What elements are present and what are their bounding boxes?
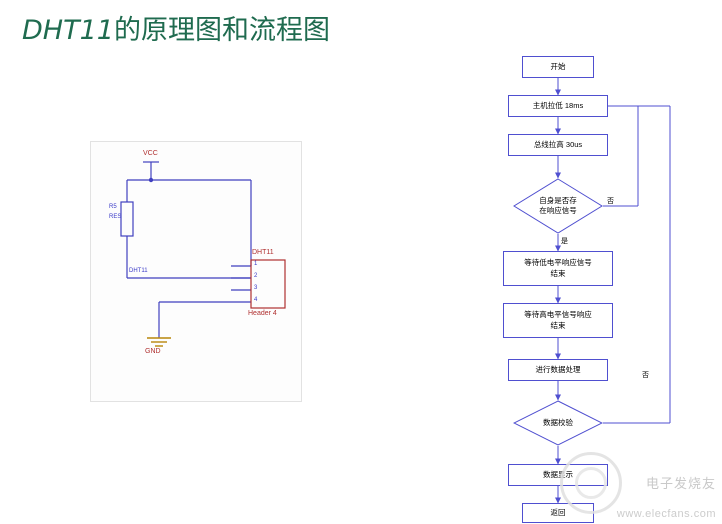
page-title-latin: DHT11 (22, 15, 114, 46)
schematic-label-gnd: GND (145, 348, 161, 355)
schematic-label-resistor-value: RES (109, 214, 122, 220)
schematic-label-vcc: VCC (143, 150, 158, 157)
flow-node-verify[interactable]: 数据校验 (513, 400, 603, 446)
flow-node-host-low[interactable]: 主机拉低 18ms (508, 95, 608, 117)
schematic-pin-1: 1 (254, 261, 258, 267)
flow-edge-label-yes-response: 是 (561, 238, 568, 245)
flow-node-wait-low[interactable]: 等待低电平响应信号 结束 (503, 251, 613, 286)
schematic-chip-footprint: Header 4 (248, 310, 277, 317)
watermark-badge: 电子发烧友 (645, 476, 716, 491)
schematic-pin-4: 4 (254, 297, 258, 303)
schematic-diagram: VCC GND R5 RES DHT11 DHT11 Header 4 1 2 … (90, 141, 302, 402)
schematic-wires (120, 161, 286, 347)
flow-node-start[interactable]: 开始 (522, 56, 594, 78)
flow-node-wait-high[interactable]: 等待高电平信号响应 结束 (503, 303, 613, 338)
flow-edge-label-no-verify: 否 (642, 372, 649, 379)
flow-node-process[interactable]: 进行数据处理 (508, 359, 608, 381)
flow-node-check-response[interactable]: 自身是否存 在响应信号 (513, 178, 603, 234)
schematic-pin-3: 3 (254, 285, 258, 291)
flow-node-bus-high[interactable]: 总线拉高 30us (508, 134, 608, 156)
page-title: DHT11的原理图和流程图 (22, 8, 330, 47)
flowchart: 开始 主机拉低 18ms 总线拉高 30us 自身是否存 在响应信号 等待低电平… (470, 48, 722, 523)
page-title-rest: 的原理图和流程图 (113, 15, 330, 45)
watermark-url: www.elecfans.com (616, 508, 716, 520)
flow-edge-label-no-response: 否 (607, 198, 614, 205)
flowchart-connectors (555, 78, 671, 504)
schematic-net-label-dht11: DHT11 (129, 268, 148, 274)
schematic-label-resistor-ref: R5 (109, 204, 117, 210)
watermark-logo-icon (560, 452, 622, 514)
schematic-pin-2: 2 (254, 273, 258, 279)
schematic-chip-title: DHT11 (252, 249, 274, 256)
